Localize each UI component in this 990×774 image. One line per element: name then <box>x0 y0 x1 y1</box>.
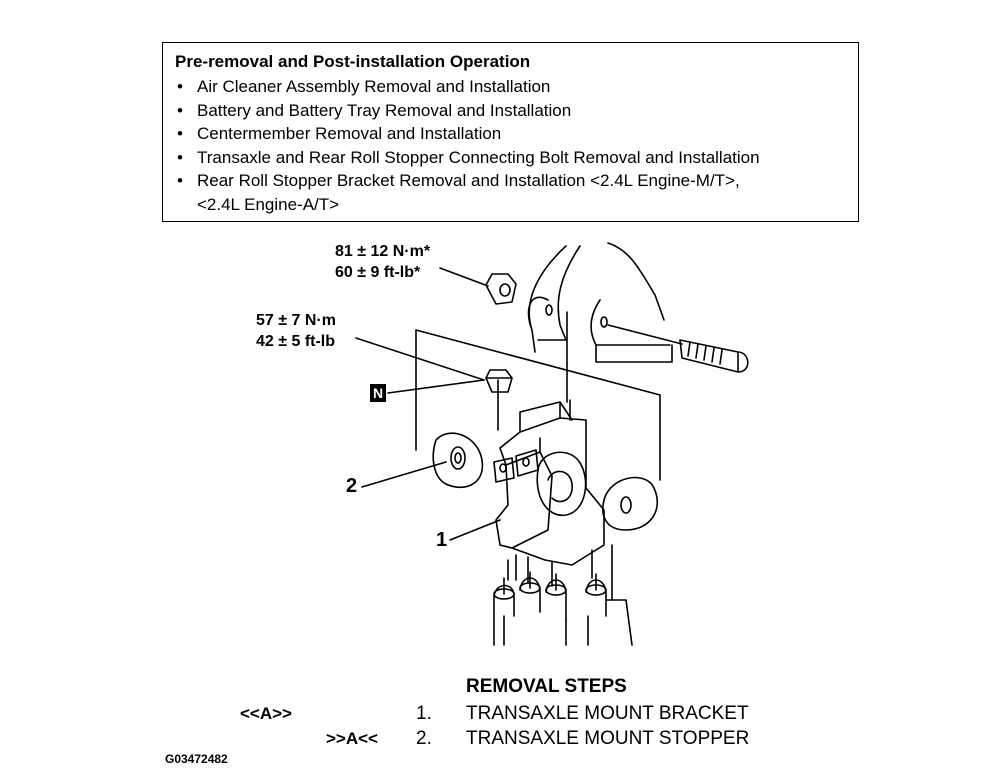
bolt <box>607 324 749 373</box>
transaxle-base <box>493 577 633 646</box>
torque1-ftlb-label: 60 ± 9 ft-lb* <box>335 264 421 281</box>
list-item: Transaxle and Rear Roll Stopper Connecti… <box>177 146 846 170</box>
locknut <box>485 369 513 393</box>
leader-torque1 <box>439 267 489 287</box>
list-item: Rear Roll Stopper Bracket Removal and In… <box>177 169 846 216</box>
list-item: Air Cleaner Assembly Removal and Install… <box>177 75 846 99</box>
step2-text: TRANSAXLE MOUNT STOPPER <box>466 728 750 749</box>
leader-callout2 <box>361 461 447 488</box>
washer-hole <box>450 446 466 470</box>
pre-removal-box: Pre-removal and Post-installation Operat… <box>162 42 859 222</box>
leader-torque2 <box>355 337 485 381</box>
nut-hole <box>499 283 511 297</box>
lower-alignment <box>507 544 613 601</box>
bracket-hole <box>545 304 553 316</box>
nut <box>485 273 517 305</box>
torque2-nm-label: 57 ± 7 N·m <box>256 312 336 329</box>
callout-1: 1 <box>436 529 448 551</box>
leader-n <box>387 379 485 394</box>
leader-callout1 <box>449 519 501 541</box>
alignment-line <box>415 311 661 481</box>
list-item: Centermember Removal and Installation <box>177 122 846 146</box>
callout-2: 2 <box>346 475 358 497</box>
step2-number: 2. <box>416 728 432 749</box>
step1-text: TRANSAXLE MOUNT BRACKET <box>466 703 749 724</box>
nut-replace-badge: N <box>370 384 386 402</box>
stopper-washer-left <box>432 432 484 488</box>
step1-ref: <<A>> <box>240 704 292 723</box>
list-item-continuation: <2.4L Engine-A/T> <box>197 194 340 214</box>
list-item: Battery and Battery Tray Removal and Ins… <box>177 99 846 123</box>
operation-list: Air Cleaner Assembly Removal and Install… <box>175 75 846 216</box>
step1-number: 1. <box>416 703 432 724</box>
stopper-washer-right <box>602 476 659 531</box>
step2-ref: >>A<< <box>326 729 378 748</box>
figure-id: G03472482 <box>165 752 228 766</box>
mount-bracket <box>495 401 605 566</box>
box-title: Pre-removal and Post-installation Operat… <box>175 52 531 71</box>
removal-steps-title: REMOVAL STEPS <box>466 676 627 697</box>
torque2-ftlb-label: 42 ± 5 ft-lb <box>256 333 336 350</box>
body-bracket <box>527 242 673 363</box>
bracket-hole <box>600 316 608 328</box>
mount-bushing <box>536 451 587 516</box>
torque1-nm-label: 81 ± 12 N·m* <box>335 243 431 260</box>
